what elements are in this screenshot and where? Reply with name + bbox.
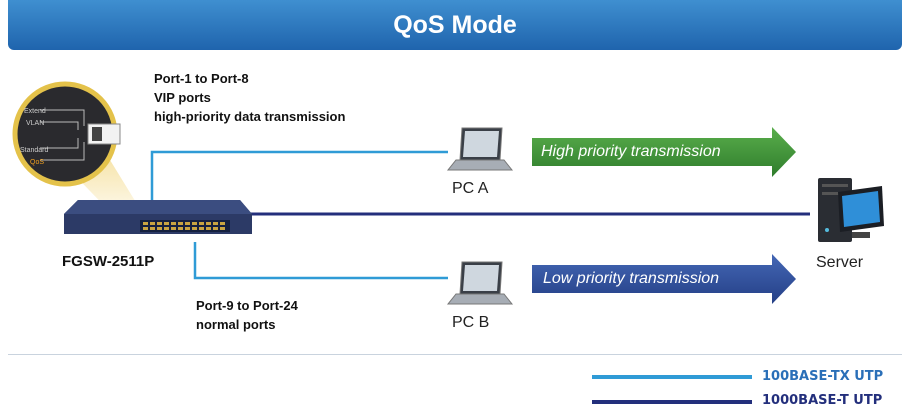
- normal-ports-line1: Port-9 to Port-24: [196, 298, 298, 313]
- dip-label-vlan: VLAN: [26, 120, 44, 127]
- normal-ports-label: Port-9 to Port-24 normal ports: [196, 296, 298, 334]
- vip-ports-label: Port-1 to Port-8 VIP ports high-priority…: [154, 69, 345, 126]
- diagram-panel: QoS Mode: [8, 0, 902, 355]
- high-priority-text: High priority transmission: [541, 143, 721, 160]
- server-computer: [818, 178, 884, 242]
- switch-model-label: FGSW-2511P: [62, 253, 155, 270]
- vip-ports-line2: VIP ports: [154, 90, 211, 105]
- title-bar: QoS Mode: [8, 0, 902, 50]
- pc-a-label: PC A: [452, 180, 489, 197]
- legend-line-100base: [592, 375, 752, 379]
- dip-label-standard: Standard: [20, 147, 49, 154]
- legend-text-100base: 100BASE-TX UTP: [762, 369, 884, 384]
- high-priority-arrow: [532, 127, 796, 177]
- dip-label-extend: Extend: [24, 108, 46, 115]
- switch-device: [64, 200, 252, 234]
- low-priority-text: Low priority transmission: [543, 270, 720, 287]
- dip-switch-zoom: Extend VLAN Standard QoS: [12, 81, 121, 187]
- low-priority-arrow: [532, 254, 796, 304]
- pc-b-laptop: [446, 261, 514, 305]
- vip-ports-line3: high-priority data transmission: [154, 109, 346, 124]
- server-label: Server: [816, 254, 864, 271]
- normal-port-cable: [193, 242, 448, 280]
- legend-text-1000base: 1000BASE-T UTP: [762, 393, 883, 408]
- pc-b-label: PC B: [452, 314, 490, 331]
- vip-ports-line1: Port-1 to Port-8: [154, 71, 249, 86]
- normal-ports-line2: normal ports: [196, 317, 276, 332]
- legend-line-1000base: [592, 400, 752, 404]
- diagram-title: QoS Mode: [393, 11, 517, 39]
- dip-label-qos: QoS: [30, 159, 44, 166]
- pc-a-laptop: [446, 127, 514, 171]
